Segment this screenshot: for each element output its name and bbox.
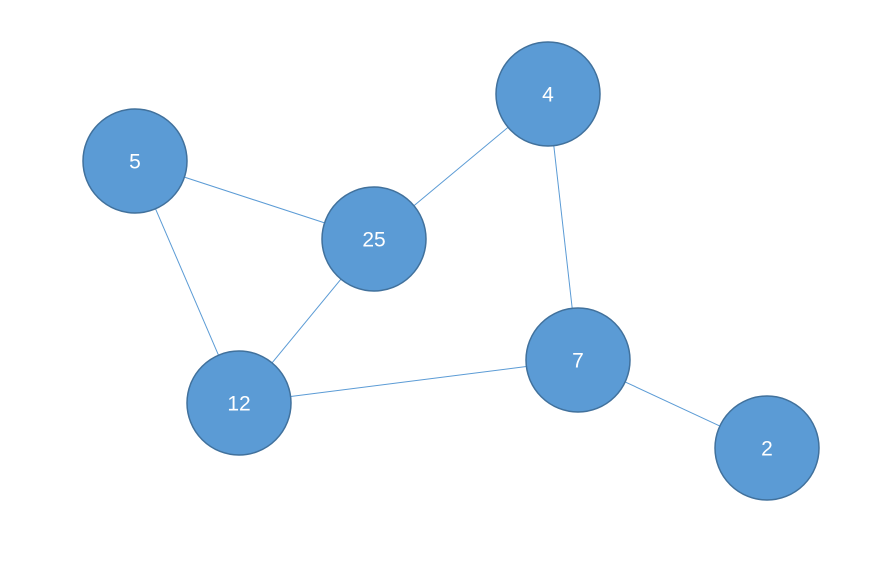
node-circle (321, 186, 427, 292)
node-n4: 4 (495, 41, 601, 147)
edge-n7-n2 (624, 381, 721, 427)
node-label: 12 (227, 393, 250, 416)
node-circle (714, 395, 820, 501)
node-label: 7 (572, 350, 584, 373)
node-n7: 7 (525, 307, 631, 413)
node-label: 2 (761, 438, 773, 461)
edges-layer (155, 126, 721, 427)
node-label: 25 (362, 229, 385, 252)
node-label: 4 (542, 84, 554, 107)
edge-n4-n7 (553, 145, 573, 309)
node-n2: 2 (714, 395, 820, 501)
edge-n25-n4 (413, 126, 509, 207)
edge-n25-n12 (271, 278, 342, 364)
edge-n5-n12 (155, 208, 219, 356)
node-n12: 12 (186, 350, 292, 456)
edge-n5-n25 (184, 176, 325, 224)
node-label: 5 (129, 151, 141, 174)
node-circle (186, 350, 292, 456)
node-circle (525, 307, 631, 413)
node-n5: 5 (82, 108, 188, 214)
node-circle (82, 108, 188, 214)
nodes-layer: 5 25 4 12 7 2 (82, 41, 820, 501)
edge-n12-n7 (290, 366, 527, 397)
node-circle (495, 41, 601, 147)
node-n25: 25 (321, 186, 427, 292)
